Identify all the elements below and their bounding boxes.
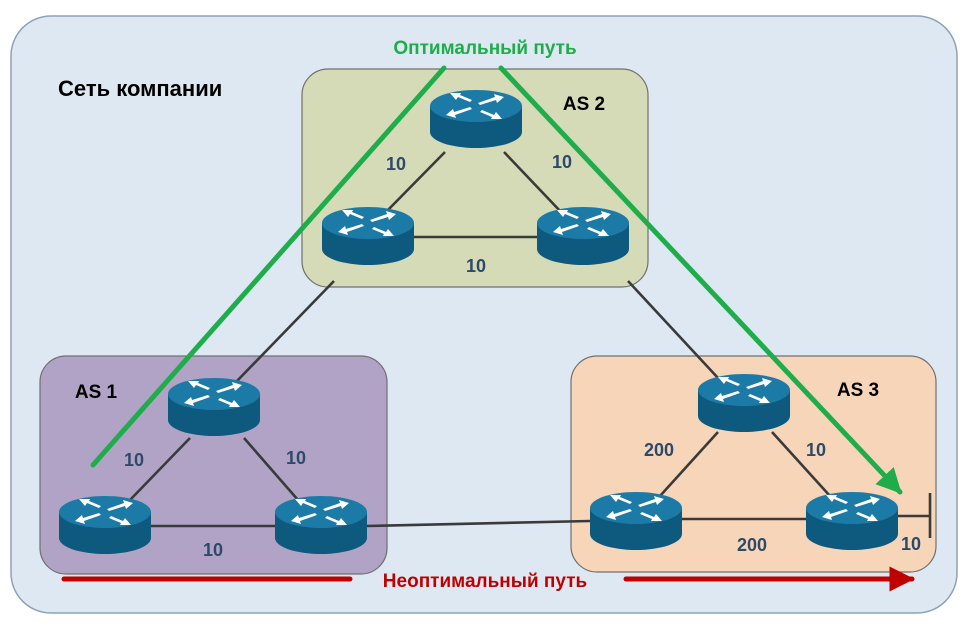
link-cost-label: 200 [644,440,674,460]
router-icon [806,492,898,550]
router-icon [537,207,629,265]
link-as2-top-left [384,151,446,214]
as3-label: AS 3 [837,380,879,401]
link-cost-label: 10 [552,152,572,172]
link-as1-as3 [365,519,591,528]
router-icon [59,496,151,554]
link-cost-label: 10 [466,256,486,276]
link-as3-top-left [659,431,719,497]
router-icon [322,207,414,265]
as1-label: AS 1 [75,382,118,403]
link-as2-top-right [503,151,563,214]
link-cost-label: 10 [386,154,406,174]
router-icon [275,496,367,554]
router-icon [168,378,260,436]
link-as2-as3 [627,280,719,379]
optimal-path-right [498,65,903,495]
optimal-path-left [90,65,447,468]
link-cost-label: 10 [806,440,826,460]
link-as1-top-right [243,437,299,501]
link-as1-top-left [129,437,191,501]
router-icon [430,90,522,148]
suboptimal-path-label: Неоптимальный путь [383,571,587,592]
network-title: Сеть компании [58,76,222,101]
link-cost-label: 10 [203,540,223,560]
link-cost-label: 10 [286,448,306,468]
link-cost-label: 10 [124,450,144,470]
link-as3-top-right [771,431,831,497]
router-icon [698,374,790,432]
link-as2-as1 [235,280,335,383]
link-cost-label: 10 [901,534,921,554]
router-icon [590,492,682,550]
as2-label: AS 2 [563,94,605,115]
link-cost-label: 200 [737,535,767,555]
optimal-path-label: Оптимальный путь [393,38,576,59]
